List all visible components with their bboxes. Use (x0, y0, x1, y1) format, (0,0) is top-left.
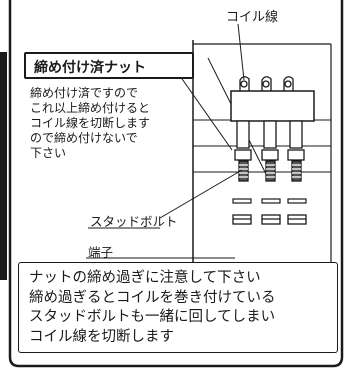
description-line: これ以上締め付けると (30, 101, 151, 115)
tightened-nut-description: 締め付け済ですので これ以上締め付けると コイル線を切断します ので締め付けない… (30, 86, 150, 161)
coil-wire-1 (239, 76, 250, 91)
tightened-nut-title-box: 締め付け済ナット (24, 52, 194, 79)
caution-note-box: ナットの締め過ぎに注意して下さい 締め過ぎるとコイルを巻き付けている スタッドボ… (18, 262, 338, 353)
terminal-blocks (232, 214, 307, 225)
description-line: コイル線を切断します (30, 116, 151, 130)
coil-wire-2 (261, 76, 272, 91)
caution-line: コイル線を切断します (29, 328, 174, 345)
side-tab (0, 52, 7, 280)
description-line: ので締め付けないで (30, 131, 138, 145)
stud-bolt-3 (287, 120, 305, 182)
terminal-label: 端子 (88, 245, 114, 260)
terminal-strips (232, 198, 307, 204)
caution-line: 締め過ぎるとコイルを巻き付けている (29, 289, 276, 306)
stud-bolt-1 (234, 120, 252, 182)
caution-line: スタッドボルトも一緒に回してしまい (29, 309, 276, 325)
coil-wire-3 (283, 76, 294, 91)
stud-bolt-2 (261, 120, 279, 182)
leader-coil (237, 23, 245, 81)
caution-note: ナットの締め過ぎに注意して下さい 締め過ぎるとコイルを巻き付けている スタッドボ… (29, 269, 276, 347)
caution-line: ナットの締め過ぎに注意して下さい (29, 270, 261, 286)
leader-stud-bolt (159, 169, 243, 219)
leader-tightened-nut (179, 75, 233, 151)
description-line: 締め付け済ですので (30, 86, 139, 100)
description-line: 下さい (30, 146, 67, 160)
stud-bolt-label: スタッドボルト (90, 214, 178, 229)
coil-wire-label: コイル線 (226, 10, 279, 25)
coil-block (230, 90, 315, 122)
outer-frame (8, 0, 344, 368)
tightened-nut-title: 締め付け済ナット (34, 60, 146, 76)
